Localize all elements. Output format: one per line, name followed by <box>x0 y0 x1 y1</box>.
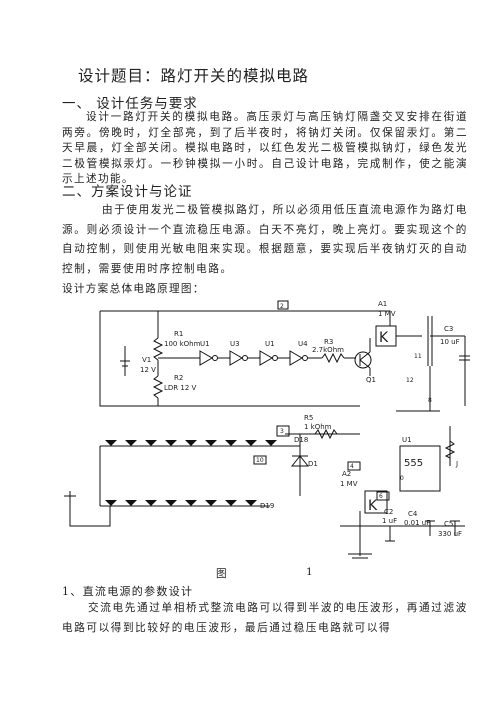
label-555: 555 <box>404 458 423 469</box>
label-c3: C3 <box>444 325 453 333</box>
label-r3-value: 2.7kOhm <box>312 346 344 354</box>
label-j: J <box>455 460 458 468</box>
label-a1: A1 <box>378 300 387 308</box>
label-c5-value: 330 uF <box>438 530 462 538</box>
figure-intro: 设计方案总体电路原理图： <box>62 283 205 295</box>
label-k2: K <box>368 498 378 514</box>
label-d19: D19 <box>260 502 274 510</box>
label-r3: R3 <box>324 338 333 346</box>
node-label: 12 <box>406 377 414 384</box>
section1-heading: 一、 设计任务与要求 <box>62 96 198 112</box>
section3-body: 交流电先通过单相桥式整流电路可以得到半波的电压波形，再通过滤波电路可以得到比较好… <box>62 602 468 634</box>
section3-heading: 1、直流电源的参数设计 <box>62 585 194 598</box>
circuit-schematic: A1 1 MV C3 10 uF R1 100 kOhm U1 U3 U1 U4… <box>64 300 470 559</box>
figure-number: 1 <box>306 566 315 578</box>
label-u3: U3 <box>230 340 240 348</box>
label-v1-value: 12 V <box>140 366 156 374</box>
label-c2: C2 <box>384 508 393 516</box>
label-u1a: U1 <box>200 340 210 348</box>
node-label: 2 <box>280 303 284 310</box>
node-label: 8 <box>428 397 432 404</box>
label-c5: C5 <box>444 520 453 528</box>
figure-caption: 图 <box>216 568 228 580</box>
label-a1-value: 1 MV <box>378 310 396 318</box>
label-u1c: U1 <box>402 436 412 444</box>
label-k: K <box>379 330 389 346</box>
label-c4: C4 <box>408 510 418 518</box>
label-r1-value: 100 kOhm <box>164 340 201 348</box>
label-r5: R5 <box>304 414 313 422</box>
label-v1: V1 <box>142 356 151 364</box>
node-label: 4 <box>350 463 354 470</box>
label-a2: A2 <box>342 470 351 478</box>
label-d18: D18 <box>294 436 308 444</box>
label-u4: U4 <box>298 340 308 348</box>
label-u1b: U1 <box>265 340 275 348</box>
node-label: 6 <box>379 493 383 500</box>
label-q1: Q1 <box>366 376 376 384</box>
node-label: 3 <box>280 428 284 435</box>
label-c3-value: 10 uF <box>440 338 460 346</box>
section2-heading: 二、方案设计与论证 <box>62 184 193 200</box>
node-label: 0 <box>400 475 404 482</box>
label-r1: R1 <box>174 330 183 338</box>
label-c2-value: 1 uF <box>382 517 397 525</box>
node-label: 11 <box>414 353 422 360</box>
label-a2-value: 1 MV <box>340 480 358 488</box>
section1-body: 设计一路灯开关的模拟电路。高压汞灯与高压钠灯隔盏交叉安排在街道两旁。傍晚时，灯全… <box>62 111 468 186</box>
label-d1: D1 <box>308 460 318 468</box>
document-title: 设计题目：路灯开关的模拟电路 <box>78 67 310 85</box>
label-r2: R2 <box>174 374 183 382</box>
node-label: 10 <box>256 457 264 464</box>
section2-body: 由于使用发光二极管模拟路灯，所以必须用低压直流电源作为路灯电源。则必须设计一个直… <box>62 204 468 275</box>
label-c4-value: 0.01 uF <box>404 519 430 527</box>
label-r5-value: 1 kOhm <box>304 423 332 431</box>
label-r2-value: LDR 12 V <box>164 384 197 392</box>
